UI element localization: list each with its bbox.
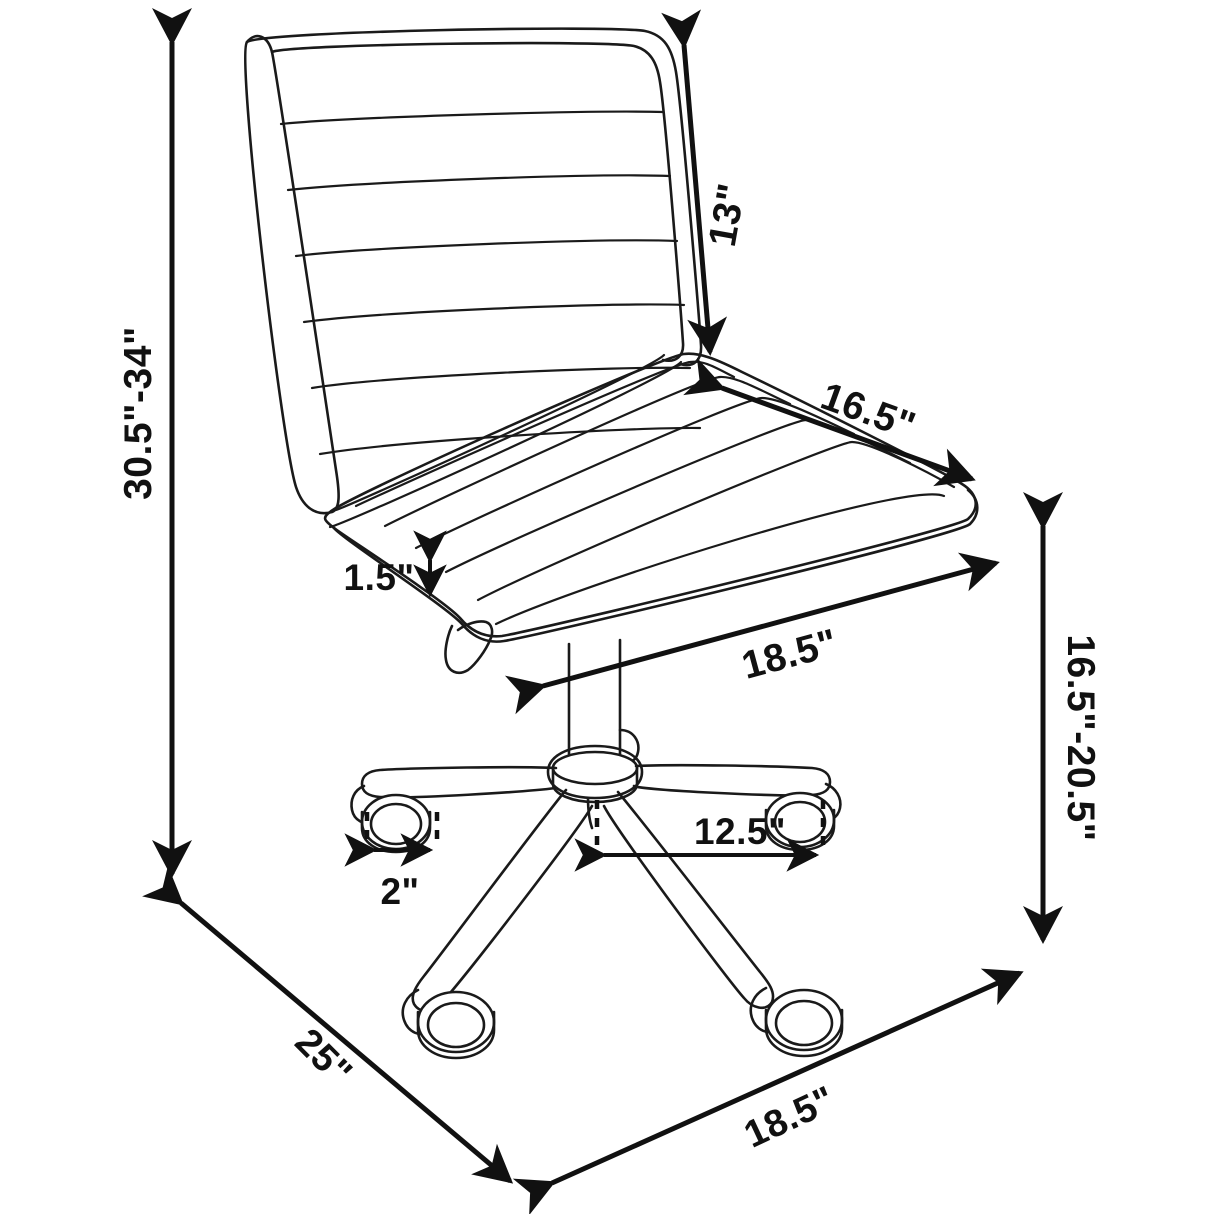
dimension-label-seat-height: 16.5"-20.5"	[1059, 634, 1102, 842]
caster-front-left	[401, 988, 496, 1060]
dimension-label-overall-height: 30.5"-34"	[117, 326, 160, 500]
dimension-line-backrest-height	[661, 9, 728, 356]
dimension-label-cushion-thickness: 1.5"	[343, 557, 415, 598]
dimension-line-seat-depth	[683, 357, 976, 487]
dimension-label-caster-width: 2"	[380, 871, 420, 912]
dimension-line-base-width	[142, 865, 514, 1184]
dimension-line-seat-width	[504, 552, 1000, 715]
chair-base	[360, 744, 832, 1012]
dimension-line-base-radius	[574, 800, 826, 872]
caster-front-right	[749, 986, 844, 1058]
dimension-line-base-depth	[512, 968, 1024, 1214]
chair-backrest	[244, 27, 703, 529]
dimension-label-base-radius: 12.5"	[693, 811, 787, 852]
dimension-line-caster-width	[344, 812, 440, 867]
